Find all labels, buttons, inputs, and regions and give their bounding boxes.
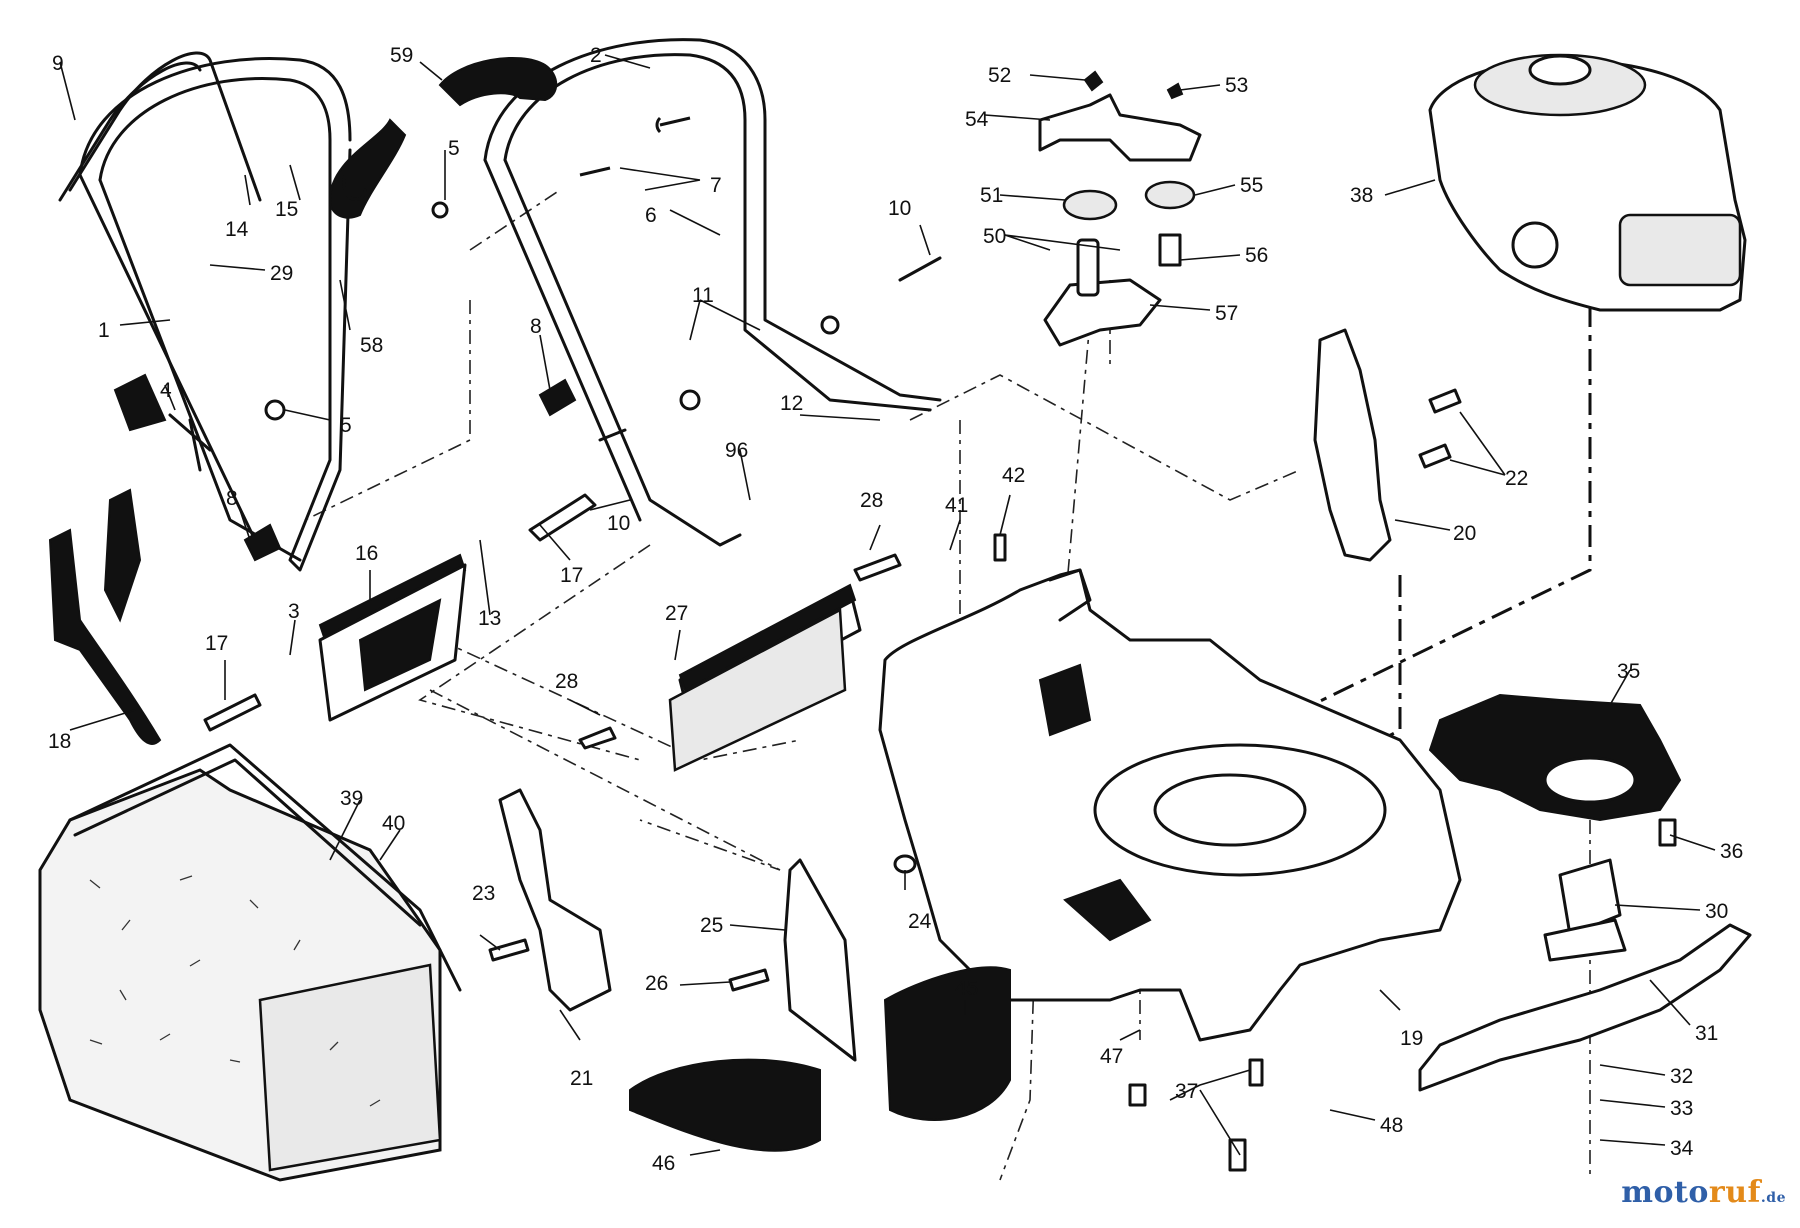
upper-handle xyxy=(483,38,942,547)
blade-adapter xyxy=(1543,858,1627,962)
callout-47: 47 xyxy=(1100,1045,1123,1068)
callout-15: 15 xyxy=(275,198,298,221)
callout-59: 59 xyxy=(390,44,413,67)
callout-51: 51 xyxy=(980,184,1003,207)
bail-control xyxy=(58,51,262,202)
callout-23: 23 xyxy=(472,882,495,905)
height-bracket-right xyxy=(1313,328,1392,562)
callout-27: 27 xyxy=(665,602,688,625)
callout-10: 10 xyxy=(888,197,911,220)
grass-bag xyxy=(38,743,462,1182)
callout-41: 41 xyxy=(945,494,968,517)
callout-4: 4 xyxy=(160,379,172,402)
callout-36: 36 xyxy=(1720,840,1743,863)
callout-17: 17 xyxy=(205,632,228,655)
callout-37: 37 xyxy=(1175,1080,1198,1103)
callout-32: 32 xyxy=(1670,1065,1693,1088)
callout-55: 55 xyxy=(1240,174,1263,197)
callout-45: 45 xyxy=(955,977,978,1000)
deck xyxy=(878,568,1462,1042)
callout-28: 28 xyxy=(860,489,883,512)
callout-50: 50 xyxy=(983,225,1006,248)
callout-24: 24 xyxy=(908,910,932,933)
callout-11: 11 xyxy=(692,284,714,307)
engine xyxy=(1428,53,1747,312)
callout-14: 14 xyxy=(225,218,249,241)
callout-21: 21 xyxy=(570,1067,593,1090)
callout-29: 29 xyxy=(270,262,293,285)
lower-handle xyxy=(78,57,352,572)
callout-96: 96 xyxy=(725,439,748,462)
callout-34: 34 xyxy=(1670,1137,1694,1160)
rear-flap xyxy=(318,553,467,722)
drive-bracket xyxy=(1038,93,1202,347)
callout-33: 33 xyxy=(1670,1097,1693,1120)
callout-25: 25 xyxy=(700,914,723,937)
callout-8: 8 xyxy=(226,487,238,510)
callout-12: 12 xyxy=(780,392,803,415)
callout-13: 13 xyxy=(478,607,501,630)
callout-3: 3 xyxy=(288,600,300,623)
rear-door xyxy=(668,583,862,772)
callout-10: 10 xyxy=(607,512,630,535)
mulch-plug xyxy=(48,488,162,745)
watermark-brand: moto xyxy=(1621,1175,1709,1210)
callout-38: 38 xyxy=(1350,184,1373,207)
hose xyxy=(328,56,558,219)
callout-57: 57 xyxy=(1215,302,1238,325)
watermark-suffix: .de xyxy=(1760,1190,1786,1206)
callout-7: 7 xyxy=(710,174,722,197)
blade xyxy=(1418,923,1752,1092)
callout-17: 17 xyxy=(560,564,583,587)
callout-30: 30 xyxy=(1705,900,1728,923)
callout-28: 28 xyxy=(555,670,578,693)
callout-5: 5 xyxy=(448,137,460,160)
hardware xyxy=(113,70,1677,1172)
callout-8: 8 xyxy=(530,315,542,338)
callout-16: 16 xyxy=(355,542,378,565)
callout-42: 42 xyxy=(1002,464,1025,487)
callout-48: 48 xyxy=(1380,1114,1403,1137)
callout-5: 5 xyxy=(340,414,352,437)
callout-6: 6 xyxy=(645,204,657,227)
callout-39: 39 xyxy=(340,787,363,810)
callout-19: 19 xyxy=(1400,1027,1423,1050)
watermark-logo: motoruf.de xyxy=(1621,1175,1786,1210)
callout-9: 9 xyxy=(52,52,64,75)
callout-20: 20 xyxy=(1453,522,1476,545)
callout-46: 46 xyxy=(652,1152,675,1175)
callout-58: 58 xyxy=(360,334,383,357)
side-chute-door xyxy=(783,858,857,1062)
callout-labels: 9 59 2 5 7 14 15 29 6 1 58 10 11 8 4 5 1… xyxy=(48,44,1743,1175)
watermark-accent: ruf xyxy=(1708,1175,1761,1210)
callout-56: 56 xyxy=(1245,244,1268,267)
callout-52: 52 xyxy=(988,64,1011,87)
callout-35: 35 xyxy=(1617,660,1640,683)
callout-54: 54 xyxy=(965,108,989,131)
leader-lines xyxy=(59,54,1716,1156)
callout-1: 1 xyxy=(98,319,110,342)
callout-31: 31 xyxy=(1695,1022,1718,1045)
callout-53: 53 xyxy=(1225,74,1248,97)
height-bracket-left xyxy=(498,788,612,1012)
callout-2: 2 xyxy=(590,44,602,67)
callout-26: 26 xyxy=(645,972,668,995)
callout-22: 22 xyxy=(1505,467,1528,490)
side-discharge-chute xyxy=(629,966,1011,1152)
callout-18: 18 xyxy=(48,730,71,753)
callout-40: 40 xyxy=(382,812,405,835)
baffle xyxy=(1428,693,1682,822)
